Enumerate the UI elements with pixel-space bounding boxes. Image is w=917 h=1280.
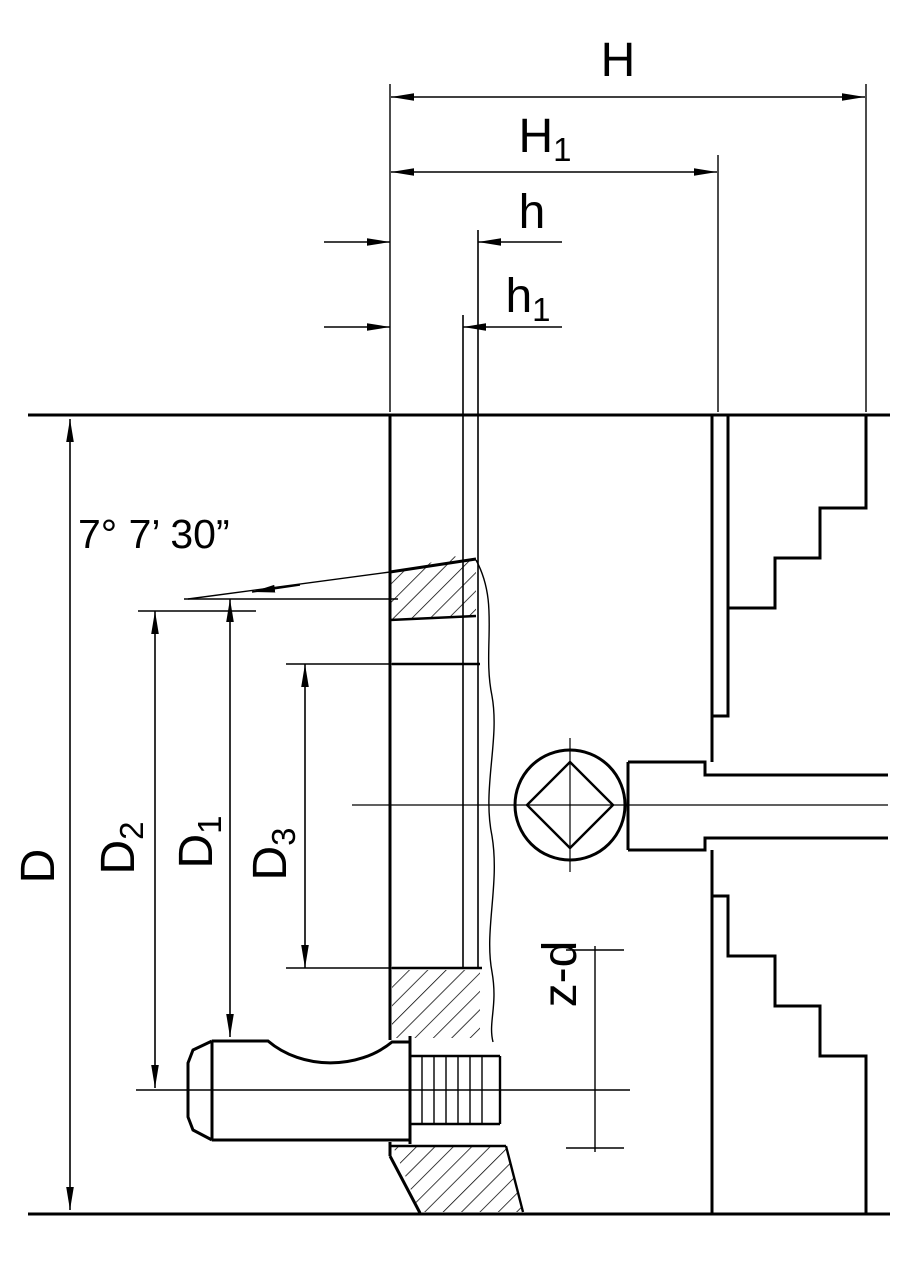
jaw-guide-block bbox=[626, 760, 888, 852]
flange-band-bottom-edge bbox=[389, 614, 477, 622]
taper-face-edge bbox=[389, 557, 477, 574]
dimension-h1: h1 bbox=[324, 270, 562, 331]
upper-jaw bbox=[710, 415, 868, 762]
dim-label-H1: H1 bbox=[518, 110, 571, 168]
body-bottom-slant-line bbox=[388, 1155, 422, 1214]
front-flange-section-hatch bbox=[390, 556, 476, 620]
taper-angle-callout: 7° 7’ 30” bbox=[78, 511, 391, 600]
dimension-h: h bbox=[324, 186, 562, 246]
guide-block-top-edge bbox=[628, 760, 888, 777]
dimension-D2: D2 bbox=[92, 610, 256, 1088]
dim-label-h1: h1 bbox=[505, 270, 550, 328]
lower-jaw-step-profile bbox=[712, 894, 868, 1213]
angle-slant-extension-line bbox=[187, 571, 391, 600]
lower-flange-section-hatch bbox=[392, 970, 480, 1038]
angle-label: 7° 7’ 30” bbox=[78, 511, 230, 557]
dimension-D1: D1 bbox=[170, 598, 398, 1037]
dim-label-H: H bbox=[601, 34, 636, 87]
angle-arrow-line bbox=[251, 584, 301, 593]
part-outline bbox=[28, 230, 890, 1216]
dim-label-D1: D1 bbox=[170, 815, 228, 868]
guide-block-bottom-edge bbox=[628, 836, 888, 852]
operating-screw bbox=[352, 738, 888, 872]
dimension-H: H bbox=[389, 34, 867, 412]
dim-label-D2: D2 bbox=[92, 821, 150, 874]
dimension-D3: D3 bbox=[244, 663, 392, 969]
dimension-H1: H1 bbox=[391, 110, 719, 412]
bottom-rim-section-hatch bbox=[393, 1146, 523, 1212]
dimension-D: D bbox=[12, 419, 74, 1210]
lower-jaw bbox=[710, 850, 868, 1213]
bottom-rim-slant-edge bbox=[504, 1145, 525, 1213]
upper-jaw-step-profile bbox=[712, 415, 868, 718]
bolt-head-top-edge bbox=[212, 1039, 410, 1065]
bolt-hole-label: z-d bbox=[534, 941, 587, 1008]
dim-label-D: D bbox=[12, 849, 65, 884]
dim-label-h: h bbox=[519, 186, 546, 239]
mounting-bolt bbox=[136, 1036, 630, 1144]
bolt-hole-callout: z-d bbox=[534, 941, 624, 1152]
section-break-wavy-line bbox=[475, 559, 495, 1043]
hatched-sections bbox=[390, 556, 523, 1212]
dim-label-D3: D3 bbox=[244, 827, 302, 880]
